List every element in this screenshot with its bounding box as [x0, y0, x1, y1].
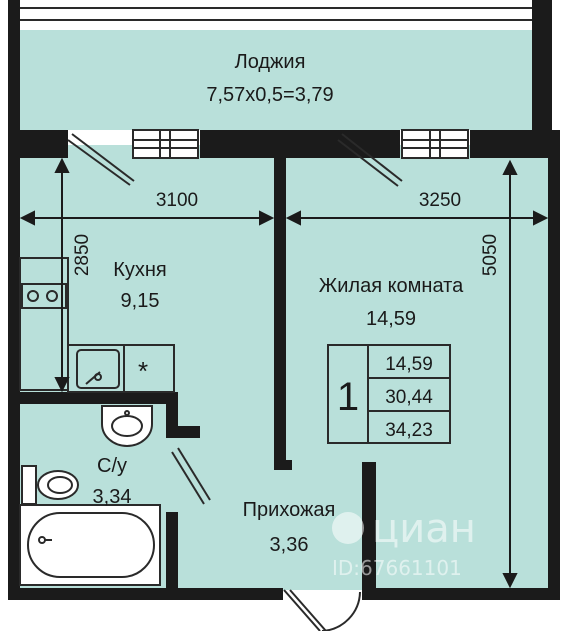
kitchen-area: 9,15 — [121, 290, 160, 312]
summary-living-area: 14,59 — [385, 354, 433, 375]
loggia-floor — [20, 30, 532, 130]
watermark-text: циан — [372, 506, 476, 552]
loggia-area: 7,57х0,5=3,79 — [206, 84, 333, 106]
living-area: 14,59 — [366, 308, 416, 330]
bathroom-name: С/у — [97, 455, 127, 477]
watermark-id: ID:67661101 — [332, 556, 462, 580]
loggia-top-frame — [20, 0, 532, 30]
rooms-count: 1 — [337, 375, 359, 419]
washbasin-icon — [101, 405, 153, 447]
sink-icon — [76, 349, 120, 389]
toilet-icon — [21, 465, 79, 505]
cian-watermark: циан ID:67661101 — [332, 506, 476, 580]
hallway-area: 3,36 — [270, 534, 309, 556]
living-name: Жилая комната — [319, 275, 464, 297]
kitchen-depth-label: 2850 — [72, 234, 93, 276]
window-living — [401, 129, 469, 159]
stove-icon — [21, 283, 67, 309]
summary-total-area: 30,44 — [385, 387, 433, 408]
dimension-lines — [19, 157, 549, 589]
kitchen-name: Кухня — [113, 259, 167, 281]
summary-total-with-loggia: 34,23 — [385, 420, 433, 441]
kitchen-counter — [19, 257, 175, 393]
kitchen-width-label: 3100 — [156, 190, 198, 211]
living-width-label: 3250 — [419, 190, 461, 211]
doors — [67, 133, 403, 631]
bathtub-icon — [19, 504, 161, 586]
cian-logo-icon — [332, 512, 364, 544]
hallway-name: Прихожая — [243, 499, 336, 521]
window-kitchen — [132, 129, 199, 159]
loggia-name: Лоджия — [235, 51, 306, 73]
bathroom-area: 3,34 — [93, 486, 132, 508]
living-depth-label: 5050 — [480, 234, 501, 276]
fridge-icon: * — [138, 356, 148, 386]
area-summary-table — [327, 344, 451, 444]
walls — [8, 0, 560, 600]
